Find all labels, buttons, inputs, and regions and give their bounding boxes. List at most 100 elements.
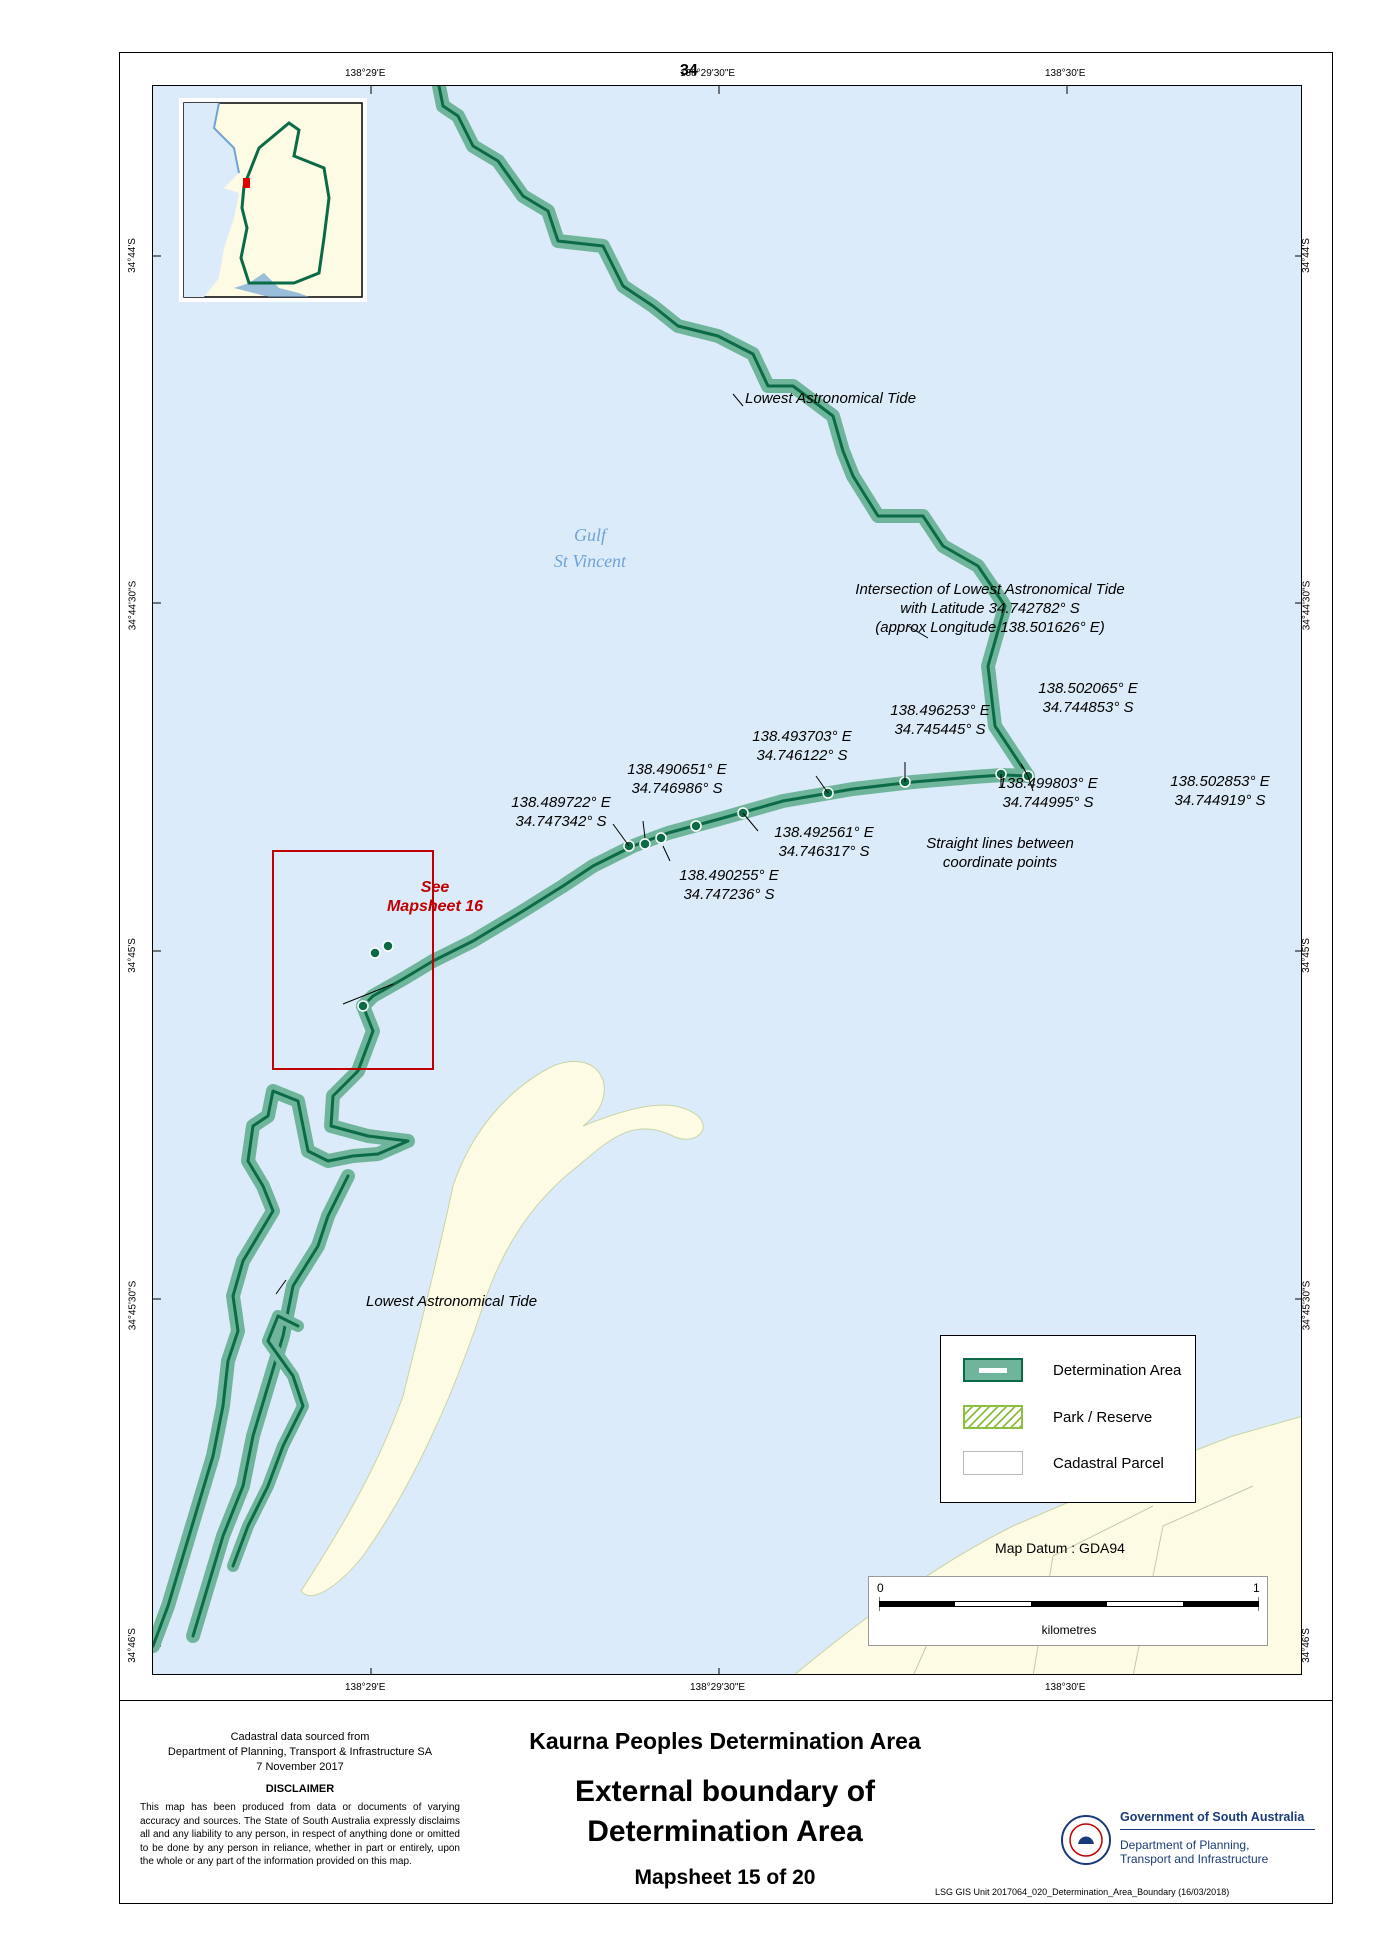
label-see-1: See: [420, 879, 450, 896]
label-see-mapsheet[interactable]: See Mapsheet 16: [345, 878, 525, 916]
point-2-lon: 138.490651° E: [627, 761, 727, 778]
graticule-left-1: 34°44'S: [126, 238, 138, 273]
scale-end: 1: [1253, 1581, 1260, 1595]
point-label-9: 138.490255° E 34.747236° S: [664, 866, 794, 904]
title-main-line1: External boundary of: [574, 1775, 876, 1808]
legend-item-cadastral: Cadastral Parcel: [963, 1449, 1193, 1479]
title-main: External boundary of Determination Area: [480, 1772, 970, 1852]
footer-divider: [119, 1700, 1333, 1701]
graticule-left-4: 34°45'30"S: [127, 1280, 139, 1331]
graticule-left-5: 34°46'S: [126, 1628, 138, 1663]
inset-map: [179, 98, 367, 302]
point-5-lon: 138.502065° E: [1038, 680, 1138, 697]
legend-cadastral-label: Cadastral Parcel: [1053, 1455, 1164, 1472]
government-logo: Government of South Australia Department…: [1060, 1810, 1320, 1870]
coast-ne-line: [437, 86, 1030, 778]
sa-crest-icon: [1061, 1815, 1111, 1865]
channel-1-line: [191, 1174, 350, 1638]
government-department: Department of Planning, Transport and In…: [1120, 1838, 1268, 1866]
disclaimer-title: DISCLAIMER: [265, 1783, 335, 1795]
map-datum: Map Datum : GDA94: [995, 1540, 1125, 1556]
graticule-top-2: 138°29'30"E: [680, 68, 736, 79]
point-label-7: 138.499803° E 34.744995° S: [983, 774, 1113, 812]
page-number: 34: [680, 62, 698, 79]
mapsheet-16-box[interactable]: [272, 850, 434, 1070]
graticule-top-1: 138°29'E: [345, 68, 386, 79]
graticule-right-3: 34°45'S: [1300, 938, 1312, 973]
point-label-1: 138.489722° E 34.747342° S: [496, 793, 626, 831]
legend-item-determination: Determination Area: [963, 1356, 1193, 1386]
point-8-lon: 138.492561° E: [774, 824, 874, 841]
legend-determination-swatch: [963, 1358, 1023, 1382]
point-4-lon: 138.496253° E: [890, 702, 990, 719]
legend-park-label: Park / Reserve: [1053, 1409, 1153, 1426]
point-label-2: 138.490651° E 34.746986° S: [612, 760, 742, 798]
scale-unit: kilometres: [1041, 1623, 1097, 1637]
source-line-1: Cadastral data sourced from: [230, 1731, 370, 1743]
source-line-2: Department of Planning, Transport & Infr…: [167, 1746, 433, 1758]
label-straight-2: coordinate points: [942, 854, 1058, 871]
graticule-bottom-1: 138°29'E: [345, 1682, 386, 1693]
coast-sw-line: [153, 1004, 410, 1648]
point-6-lon: 138.502853° E: [1170, 773, 1270, 790]
label-intersection-3: (approx Longitude 138.501626° E): [875, 619, 1105, 636]
graticule-right-5: 34°46'S: [1300, 1628, 1312, 1663]
source-line-3: 7 November 2017: [256, 1761, 344, 1773]
dept-line-2: Transport and Infrastructure: [1120, 1852, 1269, 1866]
label-straight-1: Straight lines between: [926, 835, 1074, 852]
point-label-6: 138.502853° E 34.744919° S: [1155, 772, 1285, 810]
disclaimer-body: This map has been produced from data or …: [140, 1802, 460, 1867]
label-gulf-line1: Gulf: [573, 525, 606, 545]
footer-source-block: Cadastral data sourced from Department o…: [140, 1730, 460, 1869]
point-7-lat: 34.744995° S: [1002, 794, 1094, 811]
point-label-5: 138.502065° E 34.744853° S: [1023, 679, 1153, 717]
graticule-right-2: 34°44'30"S: [1301, 580, 1313, 631]
point-9-lat: 34.747236° S: [683, 886, 775, 903]
graticule-right-1: 34°44'S: [1300, 238, 1312, 273]
label-gulf-line2: St Vincent: [553, 551, 627, 571]
sand-spit: [300, 1060, 704, 1597]
title-determination-area: Kaurna Peoples Determination Area: [529, 1728, 921, 1754]
label-lat-bottom: Lowest Astronomical Tide: [366, 1293, 538, 1310]
mapsheet-number: Mapsheet 15 of 20: [634, 1866, 816, 1889]
label-gulf: Gulf St Vincent: [520, 522, 660, 574]
legend-cadastral-swatch: [963, 1451, 1023, 1475]
label-straight-lines: Straight lines between coordinate points: [905, 834, 1095, 872]
legend-park-swatch: [963, 1405, 1023, 1429]
graticule-bottom-2: 138°29'30"E: [690, 1682, 746, 1693]
point-label-8: 138.492561° E 34.746317° S: [759, 823, 889, 861]
point-1-lon: 138.489722° E: [511, 794, 611, 811]
gov-divider: [1120, 1829, 1315, 1830]
scale-start: 0: [877, 1581, 884, 1595]
map-frame: [119, 52, 1333, 1904]
point-5-lat: 34.744853° S: [1042, 699, 1134, 716]
point-6-lat: 34.744919° S: [1174, 792, 1266, 809]
graticule-bottom-3: 138°30'E: [1045, 1682, 1086, 1693]
scale-bar: 0 1 kilometres: [868, 1576, 1268, 1646]
label-see-2: Mapsheet 16: [386, 898, 484, 915]
government-name: Government of South Australia: [1120, 1810, 1305, 1824]
point-4-lat: 34.745445° S: [894, 721, 986, 738]
point-8-lat: 34.746317° S: [778, 843, 870, 860]
label-intersection-2: with Latitude 34.742782° S: [900, 600, 1080, 617]
inset-svg: [183, 102, 363, 298]
legend-determination-label: Determination Area: [1053, 1362, 1182, 1379]
title-block: Kaurna Peoples Determination Area Extern…: [480, 1726, 970, 1890]
point-3-lat: 34.746122° S: [756, 747, 848, 764]
graticule-left-3: 34°45'S: [126, 938, 138, 973]
label-lat-top: Lowest Astronomical Tide: [745, 390, 917, 407]
point-label-3: 138.493703° E 34.746122° S: [737, 727, 867, 765]
graticule-left-2: 34°44'30"S: [127, 580, 139, 631]
dept-line-1: Department of Planning,: [1120, 1838, 1250, 1852]
graticule-right-4: 34°45'30"S: [1301, 1280, 1313, 1331]
label-intersection-1: Intersection of Lowest Astronomical Tide: [855, 581, 1125, 598]
graticule-top-3: 138°30'E: [1045, 68, 1086, 79]
boundary-points: [357, 768, 1034, 1012]
point-2-lat: 34.746986° S: [631, 780, 723, 797]
legend-item-park: Park / Reserve: [963, 1403, 1193, 1433]
point-3-lon: 138.493703° E: [752, 728, 852, 745]
credit-line: LSG GIS Unit 2017064_020_Determination_A…: [935, 1887, 1230, 1897]
point-label-4: 138.496253° E 34.745445° S: [875, 701, 1005, 739]
leader-lines: [275, 393, 1034, 1295]
legend: Determination Area Park / Reserve Cadast…: [940, 1335, 1196, 1503]
